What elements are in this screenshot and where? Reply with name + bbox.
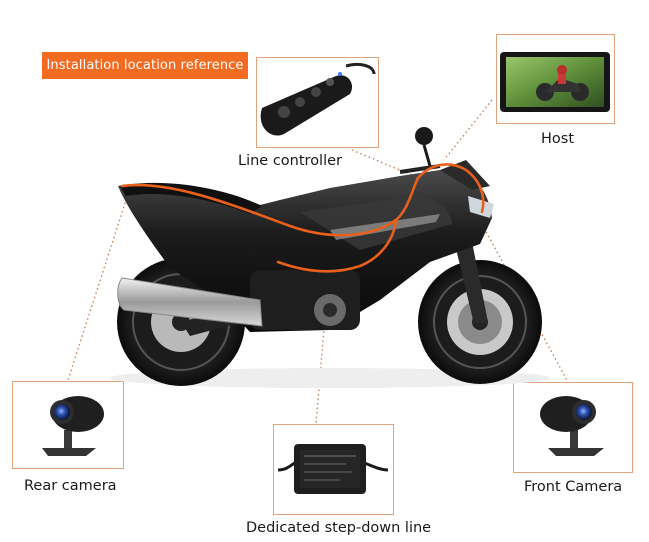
host-screen-icon [500, 52, 610, 112]
line-controller-icon [260, 62, 376, 136]
step-down-line-label: Dedicated step-down line [246, 520, 432, 536]
cable-routing [120, 163, 485, 273]
step-down-box-icon [277, 444, 389, 494]
rear-camera-icon [42, 396, 104, 456]
line-controller-label: Line controller [238, 153, 342, 169]
front-camera-label: Front Camera [524, 479, 623, 495]
front-camera-icon [540, 396, 604, 456]
rear-camera-label: Rear camera [24, 478, 117, 494]
motorcycle-image [110, 127, 550, 388]
installation-reference-badge: Installation location reference [42, 52, 248, 79]
host-label: Host [541, 131, 575, 147]
